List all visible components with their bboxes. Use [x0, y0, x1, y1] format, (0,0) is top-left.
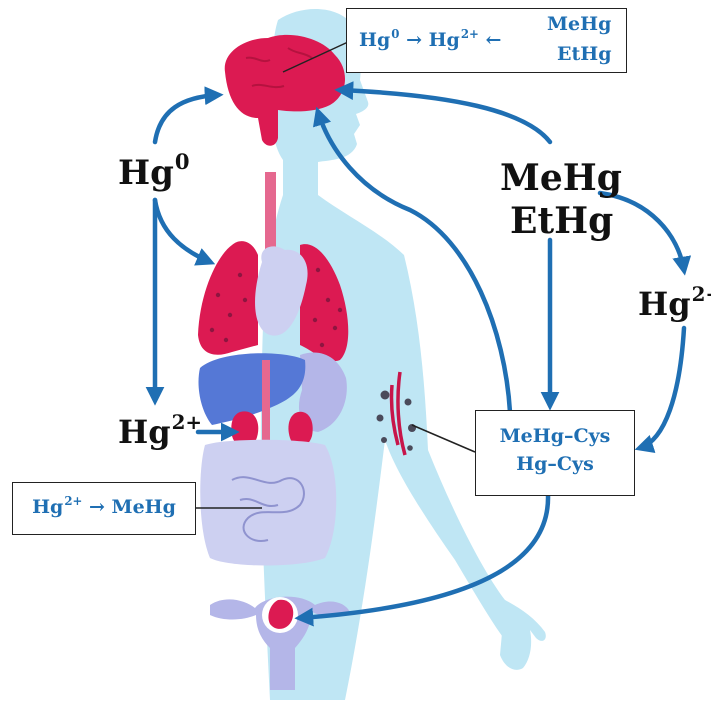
intestine-methylation-box: Hg2+ → MeHg [12, 482, 196, 535]
brain-box-mehg: MeHg [547, 13, 611, 37]
brain-box-arrow-left: ← [486, 29, 502, 51]
label-hg2-left-base: Hg [118, 413, 171, 451]
trachea-icon [265, 172, 276, 252]
blood-box-line2: Hg–Cys [476, 453, 634, 477]
label-hg2-right: Hg2+ [638, 288, 711, 320]
brain-box-arrow-right: → [406, 29, 422, 51]
arrow-hg2-to-blood [640, 328, 684, 448]
label-ethg-text: EtHg [510, 200, 613, 242]
arrow-hg0-to-lungs [155, 200, 210, 262]
label-hg2-right-base: Hg [638, 285, 691, 323]
hand-icon [500, 600, 546, 670]
intestine-box-hg2-base: Hg [32, 496, 63, 518]
intestine-box-mehg: MeHg [112, 496, 176, 518]
brain-transformation-box: Hg0 → Hg2+ ← MeHg EtHg [346, 8, 627, 73]
brain-box-hg0-base: Hg [359, 29, 390, 51]
label-hg2-left-sup: 2+ [172, 410, 202, 434]
blood-box-line1: MeHg–Cys [476, 425, 634, 449]
label-mehg-text: MeHg [500, 157, 622, 199]
blood-complex-box: MeHg–Cys Hg–Cys [475, 410, 635, 496]
label-hg0-sup: 0 [175, 149, 190, 174]
label-ethg: EtHg [510, 203, 613, 239]
arrow-hg0-to-brain [155, 95, 218, 142]
brain-box-hg2-base: Hg [429, 29, 460, 51]
intestine-box-hg2-sup: 2+ [64, 494, 82, 508]
brain-box-hg2-sup: 2+ [461, 27, 479, 41]
label-hg2-right-sup: 2+ [692, 282, 711, 306]
body-silhouette [261, 9, 526, 700]
intestine-box-arrow: → [89, 496, 105, 518]
intestine-icon [200, 440, 336, 566]
label-hg2-left: Hg2+ [118, 416, 202, 448]
brain-box-hg0-sup: 0 [391, 27, 399, 41]
label-hg0-base: Hg [118, 153, 174, 193]
arrow-mehg-to-brain-top [340, 90, 550, 142]
label-hg0: Hg0 [118, 156, 190, 190]
label-mehg: MeHg [500, 160, 622, 196]
brain-box-ethg: EtHg [557, 43, 612, 67]
